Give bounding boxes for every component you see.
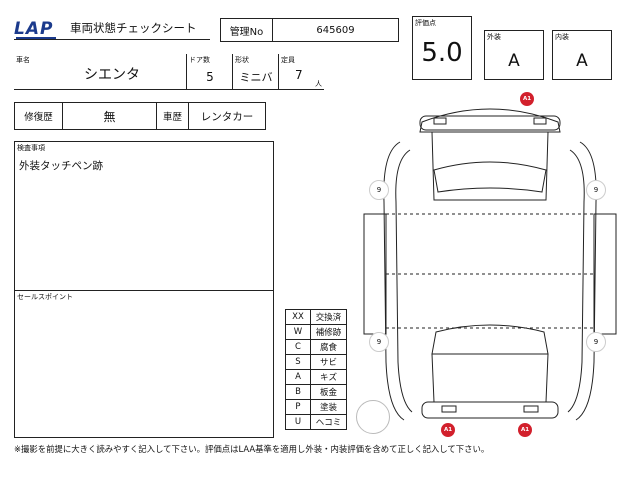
logo: LAP — [14, 19, 62, 39]
sales-box: セールスポイント — [14, 290, 274, 438]
legend-desc: ヘコミ — [310, 414, 347, 430]
front-lamp-right — [533, 117, 547, 125]
capacity-label: 定員 — [281, 56, 295, 64]
legend-desc: キズ — [310, 369, 347, 385]
hood-outline — [431, 131, 549, 201]
header-underline — [14, 39, 210, 40]
right-side-outline — [575, 141, 597, 421]
right-mirror — [593, 213, 617, 335]
kanri-value: 645609 — [316, 24, 355, 36]
legend-code: XX — [285, 309, 311, 325]
history-row: 修復歴 無 車歴 レンタカー — [14, 102, 266, 130]
usage-label: 車歴 — [157, 103, 189, 129]
legend-desc: 板金 — [310, 384, 347, 400]
sales-label: セールスポイント — [17, 293, 73, 301]
inspection-label: 検査事項 — [17, 144, 45, 152]
shape-value: ミニバ — [239, 71, 273, 84]
capacity-unit: 人 — [315, 80, 322, 88]
inspection-box: 検査事項 外装タッチペン跡 — [14, 141, 274, 291]
repair-value: 無 — [63, 103, 157, 129]
front-lamp-left — [433, 117, 447, 125]
kanri-label: 管理No — [221, 19, 273, 41]
windshield — [433, 161, 547, 193]
front-roof-outline — [419, 108, 561, 133]
name-value: シエンタ — [84, 67, 140, 83]
doors-value: 5 — [206, 70, 214, 84]
stamp-circle — [356, 400, 390, 434]
repair-label: 修復歴 — [15, 103, 63, 129]
damage-mark-front: A1 — [520, 92, 534, 106]
sheet-title: 車両状態チェックシート — [70, 21, 197, 35]
legend-desc: 交換済 — [310, 309, 347, 325]
logo-text: LAP — [14, 19, 54, 39]
legend-desc: 腐食 — [310, 339, 347, 355]
legend-code: A — [285, 369, 311, 385]
doors-label: ドア数 — [189, 56, 210, 64]
naiso-box: 内装 A — [552, 30, 612, 80]
rear-window — [431, 324, 549, 355]
front-bumper — [419, 115, 561, 131]
legend-code: B — [285, 384, 311, 400]
gaiso-box: 外装 A — [484, 30, 544, 80]
gaiso-label: 外装 — [487, 33, 501, 41]
legend-desc: 塗装 — [310, 399, 347, 415]
rear-lamp-left — [441, 405, 457, 413]
doors-cell: ドア数 5 — [186, 54, 232, 90]
rear-hatch — [431, 353, 549, 403]
gaiso-value: A — [508, 51, 520, 71]
left-mirror — [363, 213, 387, 335]
hyoka-label: 評価点 — [415, 19, 436, 27]
rear-lamp-right — [523, 405, 539, 413]
legend-code: W — [285, 324, 311, 340]
hyoka-box: 評価点 5.0 — [412, 16, 472, 80]
legend-code: P — [285, 399, 311, 415]
logo-underline — [16, 37, 56, 39]
vehicle-row: 車名 シエンタ ドア数 5 形状 ミニバ 定員 7 人 — [14, 54, 324, 90]
hyoka-value: 5.0 — [421, 38, 463, 68]
car-diagram — [363, 108, 617, 421]
legend-code: S — [285, 354, 311, 370]
kanri-box: 管理No 645609 — [220, 18, 399, 42]
damage-mark-rear-left: A1 — [441, 423, 455, 437]
inspection-text: 外装タッチペン跡 — [19, 160, 103, 172]
tire-front-right: 9 — [586, 180, 606, 200]
left-side-outline-2 — [395, 149, 413, 413]
shape-cell: 形状 ミニバ — [232, 54, 278, 90]
tire-rear-left: 9 — [369, 332, 389, 352]
shape-label: 形状 — [235, 56, 249, 64]
footer-note: ※撮影を前提に大きく読みやすく記入して下さい。評価点はLAA基準を適用し外装・内… — [14, 444, 490, 454]
legend-code: U — [285, 414, 311, 430]
rear-bumper — [421, 401, 559, 419]
right-side-outline-2 — [567, 149, 585, 413]
damage-mark-rear-right: A1 — [518, 423, 532, 437]
capacity-value: 7 — [295, 68, 303, 82]
name-label: 車名 — [16, 56, 30, 64]
legend-desc: サビ — [310, 354, 347, 370]
naiso-value: A — [576, 51, 588, 71]
naiso-label: 内装 — [555, 33, 569, 41]
usage-value: レンタカー — [200, 110, 254, 123]
legend-desc: 補修跡 — [310, 324, 347, 340]
tire-front-left: 9 — [369, 180, 389, 200]
legend-code: C — [285, 339, 311, 355]
left-side-outline — [383, 141, 405, 421]
tire-rear-right: 9 — [586, 332, 606, 352]
capacity-cell: 定員 7 人 — [278, 54, 324, 90]
